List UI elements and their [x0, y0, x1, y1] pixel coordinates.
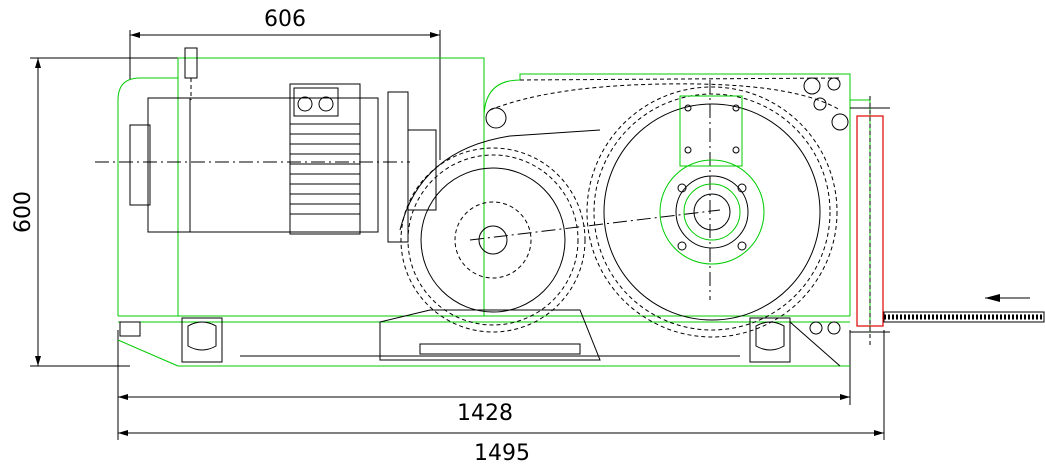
dimension-top-width: 606 [129, 7, 441, 160]
dimension-overall-length: 1495 [118, 330, 885, 466]
dimension-label-1495: 1495 [474, 441, 530, 466]
upper-cover [485, 77, 849, 131]
motor-cooling-fins [290, 123, 360, 215]
housing-outline [117, 57, 871, 367]
large-drum-gear [586, 86, 838, 338]
base-frame [119, 309, 841, 367]
motor [129, 47, 437, 243]
dimension-height: 600 [11, 57, 185, 367]
dimension-label-1428: 1428 [457, 401, 513, 426]
small-gear [399, 129, 601, 333]
wire-rope [883, 311, 1045, 323]
dimension-label-600: 600 [11, 191, 36, 233]
rope-drum [850, 96, 890, 345]
gear-bolt-circle [677, 183, 747, 251]
dimension-inner-length: 1428 [117, 330, 851, 440]
dimension-label-606: 606 [264, 7, 306, 32]
arrow-left-icon [985, 294, 1030, 302]
